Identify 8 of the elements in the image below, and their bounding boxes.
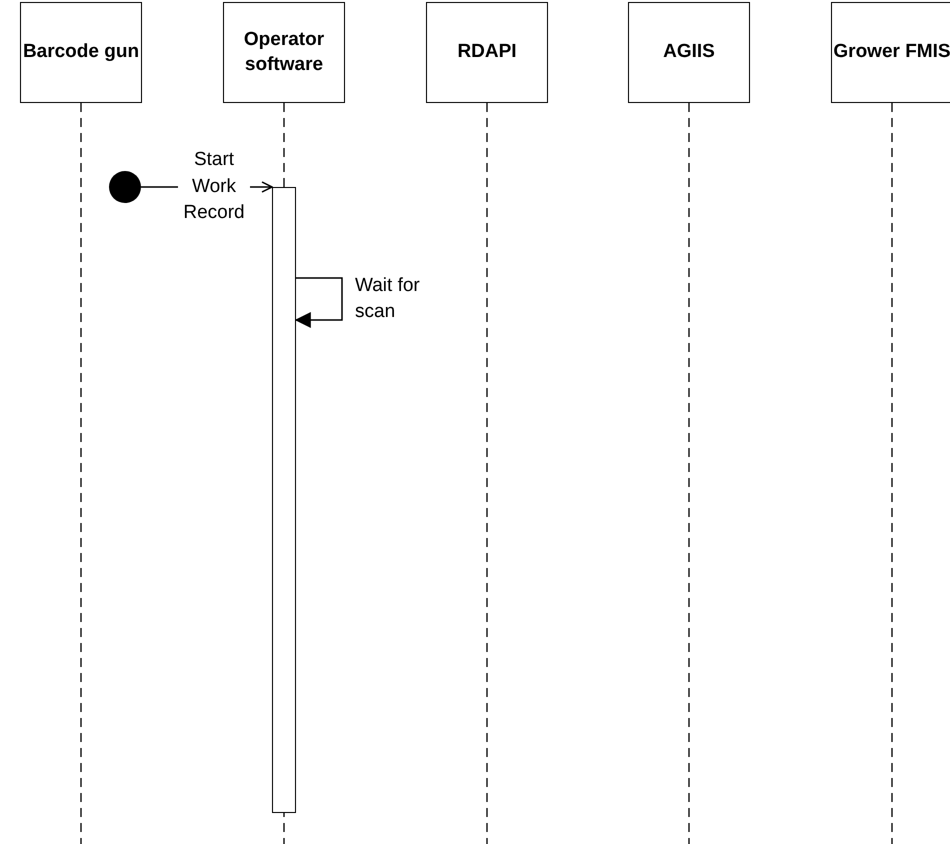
arrow xyxy=(294,277,343,328)
participant-box: Barcode gun xyxy=(20,2,142,103)
participant-box: AGIIS xyxy=(628,2,750,103)
start-circle xyxy=(109,171,141,203)
participant-box: RDAPI xyxy=(426,2,548,103)
participant-box: Operator software xyxy=(223,2,345,103)
participant-box: Grower FMIS xyxy=(831,2,950,103)
activation-bar xyxy=(272,187,296,813)
